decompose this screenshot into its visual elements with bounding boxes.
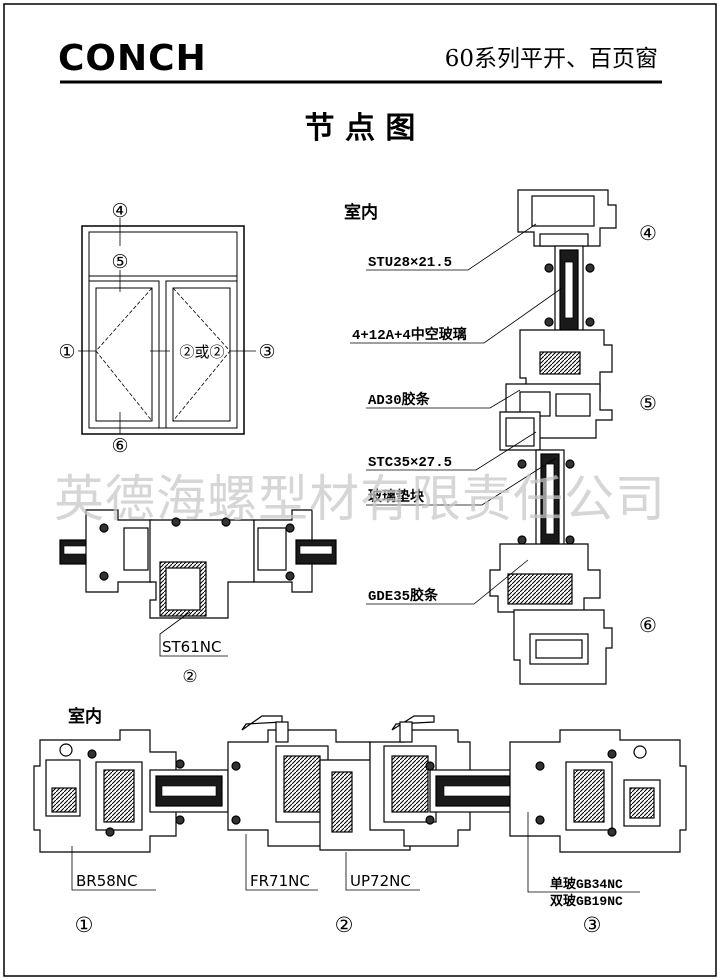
vertical-marker-6: ⑥ bbox=[639, 613, 657, 637]
horizontal-marker-1: ① bbox=[75, 913, 94, 937]
horizontal-section-callout-lines bbox=[71, 812, 640, 893]
profile-label-up72nc: UP72NC bbox=[350, 872, 411, 890]
window-elevation bbox=[78, 218, 256, 435]
vertical-section-indoor-label: 室内 bbox=[344, 202, 378, 223]
vertical-section-callouts: STU28×21.5 4+12A+4中空玻璃 AD30胶条 STC35×27.5… bbox=[352, 255, 467, 605]
sheet-border bbox=[3, 3, 717, 977]
callout-stu28: STU28×21.5 bbox=[368, 255, 452, 271]
header: CONCH 60系列平开、百页窗 bbox=[58, 38, 662, 84]
elevation-marker-5: ⑤ bbox=[111, 251, 128, 273]
horizontal-section-profile bbox=[33, 715, 687, 853]
horizontal-marker-2: ② bbox=[335, 913, 354, 937]
vertical-section-markers: ④ ⑤ ⑥ bbox=[639, 221, 657, 637]
mullion-marker: ② bbox=[182, 667, 197, 687]
page-title: 节 点 图 bbox=[305, 111, 416, 146]
glass-bead-double: 双玻GB19NC bbox=[550, 893, 623, 909]
profile-label-fr71nc: FR71NC bbox=[250, 872, 310, 890]
callout-insulated-glass: 4+12A+4中空玻璃 bbox=[352, 326, 467, 344]
callout-gde35-gasket: GDE35胶条 bbox=[368, 587, 439, 605]
vertical-section-callout-lines bbox=[350, 223, 563, 605]
callout-glass-setting-block: 玻璃垫块 bbox=[368, 488, 425, 506]
elevation-marker-3: ③ bbox=[258, 341, 275, 363]
elevation-marker-1: ① bbox=[58, 341, 75, 363]
elevation-marker-6: ⑥ bbox=[111, 435, 128, 457]
series-title: 60系列平开、百页窗 bbox=[445, 46, 658, 72]
mullion-callout-line bbox=[159, 611, 228, 657]
horizontal-section-indoor-label: 室内 bbox=[68, 706, 102, 727]
vertical-marker-5: ⑤ bbox=[639, 391, 657, 415]
elevation-marker-2: ②或② bbox=[179, 343, 224, 361]
vertical-section-profile bbox=[489, 189, 617, 685]
glass-bead-single: 单玻GB34NC bbox=[550, 876, 623, 892]
watermark: 英德海螺型材有限责任公司 bbox=[54, 470, 666, 528]
vertical-marker-4: ④ bbox=[639, 221, 657, 245]
elevation-marker-4: ④ bbox=[111, 200, 128, 222]
horizontal-section-labels: BR58NC FR71NC UP72NC bbox=[76, 872, 411, 890]
mullion-profile-label: ST61NC bbox=[162, 638, 221, 656]
horizontal-marker-3: ③ bbox=[583, 913, 602, 937]
callout-ad30-gasket: AD30胶条 bbox=[368, 391, 431, 409]
callout-stc35: STC35×27.5 bbox=[368, 455, 452, 471]
horizontal-section-markers: ① ② ③ bbox=[75, 913, 602, 937]
brand-logo: CONCH bbox=[58, 38, 207, 79]
mullion-detail-profile bbox=[59, 509, 337, 619]
glass-bead-note: 单玻GB34NC 双玻GB19NC bbox=[550, 876, 623, 909]
elevation-markers: ④ ⑤ ① ②或② ③ ⑥ bbox=[58, 200, 275, 457]
profile-label-br58nc: BR58NC bbox=[76, 872, 138, 890]
